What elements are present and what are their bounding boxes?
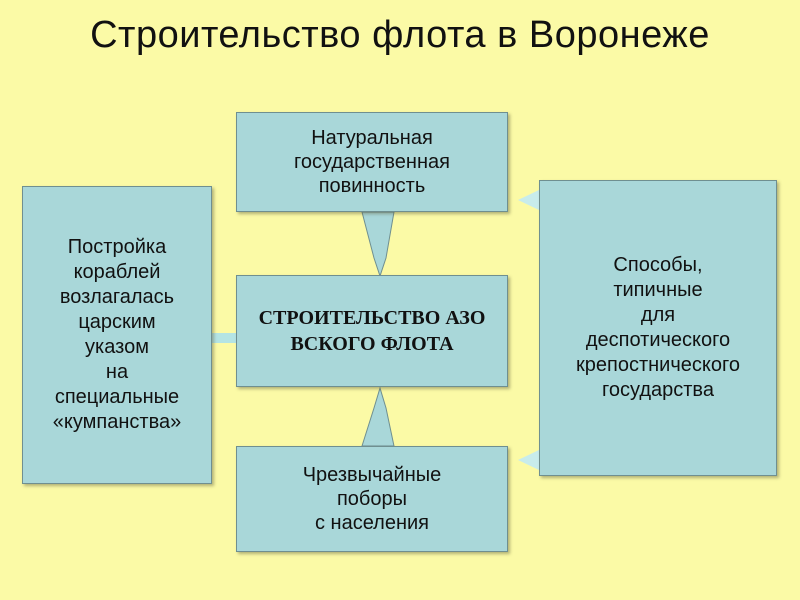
azov-fleet-text: СТРОИТЕЛЬСТВО АЗОВСКОГО ФЛОТА	[258, 307, 486, 355]
slide-title: Строительство флота в Воронеже	[90, 14, 710, 56]
despotic-methods-text: Способы, типичные для деспотического кре…	[576, 254, 740, 401]
right-arrow-top	[518, 190, 539, 210]
extraordinary-levies-box: Чрезвычайные поборы с населения	[236, 446, 508, 552]
despotic-methods-box: Способы, типичные для деспотического кре…	[539, 180, 777, 476]
natural-duty-box: Натуральная государственная повинность	[236, 112, 508, 212]
extraordinary-levies-text: Чрезвычайные поборы с населения	[302, 464, 442, 534]
azov-fleet-box: СТРОИТЕЛЬСТВО АЗОВСКОГО ФЛОТА	[236, 275, 508, 387]
kumpanstva-box: Постройка кораблей возлагалась царским у…	[22, 186, 212, 484]
natural-duty-text: Натуральная государственная повинность	[294, 127, 450, 197]
kumpanstva-text: Постройка кораблей возлагалась царским у…	[52, 236, 182, 433]
top-center-connector	[361, 211, 395, 278]
bottom-center-connector	[361, 386, 395, 447]
right-arrow-bottom	[518, 450, 539, 470]
